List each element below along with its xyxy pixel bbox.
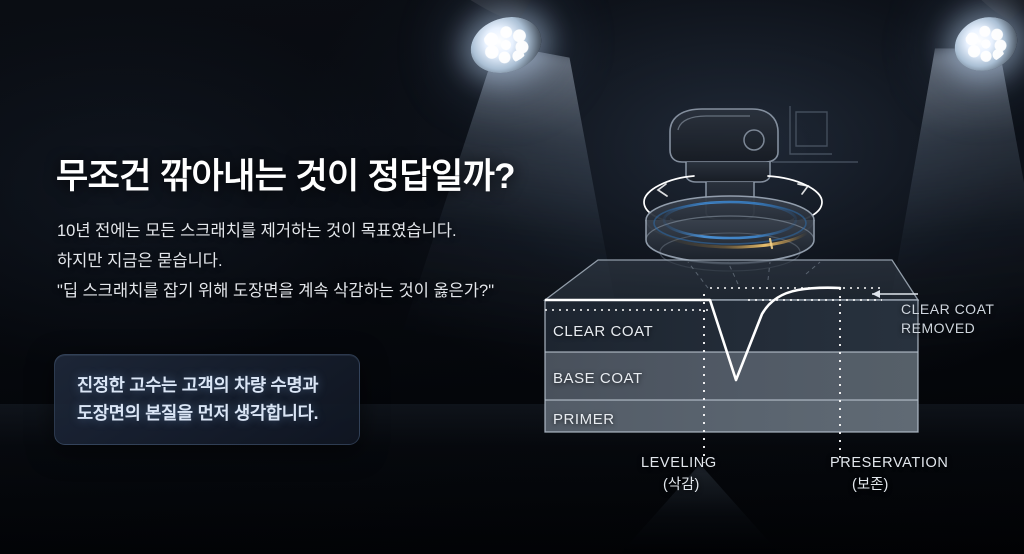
callout-line-2: 도장면의 본질을 먼저 생각합니다. xyxy=(77,403,319,423)
block-top-face xyxy=(543,259,920,301)
clear-coat-removed-line-2: REMOVED xyxy=(901,320,976,336)
pad-ring-blue xyxy=(662,200,798,240)
clear-coat-removed-line-1: CLEAR COAT xyxy=(901,301,995,317)
spotlight-arm-right xyxy=(944,0,1024,25)
polisher-spindle xyxy=(705,182,755,221)
callout-box: 진정한 고수는 고객의 차량 수명과 도장면의 본질을 먼저 생각합니다. xyxy=(54,354,360,445)
spotlight-head-right xyxy=(946,7,1024,81)
body-line-1: 10년 전에는 모든 스크래치를 제거하는 것이 목표였습니다. xyxy=(57,222,457,240)
pad-ring-blue-outer xyxy=(653,201,807,245)
spotlight-head-left xyxy=(463,8,549,82)
polisher-machine-illustration xyxy=(622,100,872,275)
background-screen-outline xyxy=(772,106,858,163)
body-line-3: "딥 스크래치를 잡기 위해 도장면을 계속 삭감하는 것이 옳은가?" xyxy=(57,282,495,300)
rotation-arrow-right xyxy=(767,175,823,228)
polisher-pad xyxy=(645,195,815,272)
clear-coat-removed-arrow xyxy=(872,290,918,298)
spotlight-right xyxy=(920,0,1024,204)
marker-label-preservation-sub: (보존) xyxy=(852,477,889,493)
page-title: 무조건 깎아내는 것이 정답일까? xyxy=(56,157,516,196)
polisher-dial-icon xyxy=(743,129,765,151)
polisher-body xyxy=(669,108,779,163)
led-array-icon-left xyxy=(475,18,537,72)
layer-label-base-coat: BASE COAT xyxy=(553,370,643,387)
polisher-neck xyxy=(685,162,771,183)
marker-label-preservation-main: PRESERVATION xyxy=(830,455,949,471)
polisher-body-highlight xyxy=(677,115,750,131)
layer-label-clear-coat: CLEAR COAT xyxy=(553,323,654,340)
marker-label-leveling: LEVELING (삭감) xyxy=(641,455,717,494)
spotlight-arm-left xyxy=(436,0,536,27)
clear-coat-removed-note: CLEAR COAT REMOVED xyxy=(901,300,994,338)
pad-ring-amber-tick xyxy=(768,237,774,250)
marker-label-preservation: PRESERVATION (보존) xyxy=(830,455,948,494)
led-array-icon-right xyxy=(957,17,1015,71)
rotation-arrow-left xyxy=(643,175,695,228)
body-copy: 10년 전에는 모든 스크래치를 제거하는 것이 목표였습니다. 하지만 지금은… xyxy=(57,216,577,306)
pad-ring-amber xyxy=(654,229,810,249)
scratch-profile-line xyxy=(699,286,842,382)
marker-label-leveling-main: LEVELING xyxy=(641,455,717,471)
perspective-guides xyxy=(687,261,821,289)
marker-label-leveling-sub: (삭감) xyxy=(663,477,700,493)
callout-line-1: 진정한 고수는 고객의 차량 수명과 xyxy=(77,375,319,395)
body-line-2: 하지만 지금은 묻습니다. xyxy=(57,252,223,270)
layer-label-primer: PRIMER xyxy=(553,411,615,428)
